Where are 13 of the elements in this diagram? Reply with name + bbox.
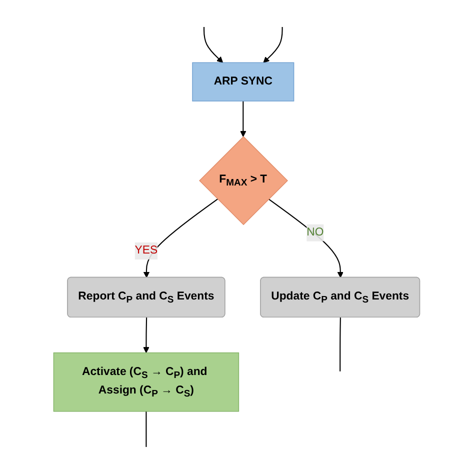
connector: [340, 318, 342, 372]
node-box: Activate (C$_{S}$ → C$_{P}$) and Assign (C$_{P}$ → C$_{S}$): [54, 352, 240, 412]
arrow: [143, 318, 150, 354]
node-diamond: F$_{MAX}$ > T: [199, 136, 288, 226]
arrow: [204, 27, 224, 63]
arrow: [144, 198, 218, 278]
connector: [146, 411, 148, 447]
edge-label: YES: [135, 244, 158, 257]
arrow: [263, 27, 284, 63]
arrow: [268, 198, 344, 278]
arrow: [240, 101, 247, 137]
node-box: ARP SYNC: [192, 62, 294, 102]
edge-label: NO: [306, 226, 324, 239]
